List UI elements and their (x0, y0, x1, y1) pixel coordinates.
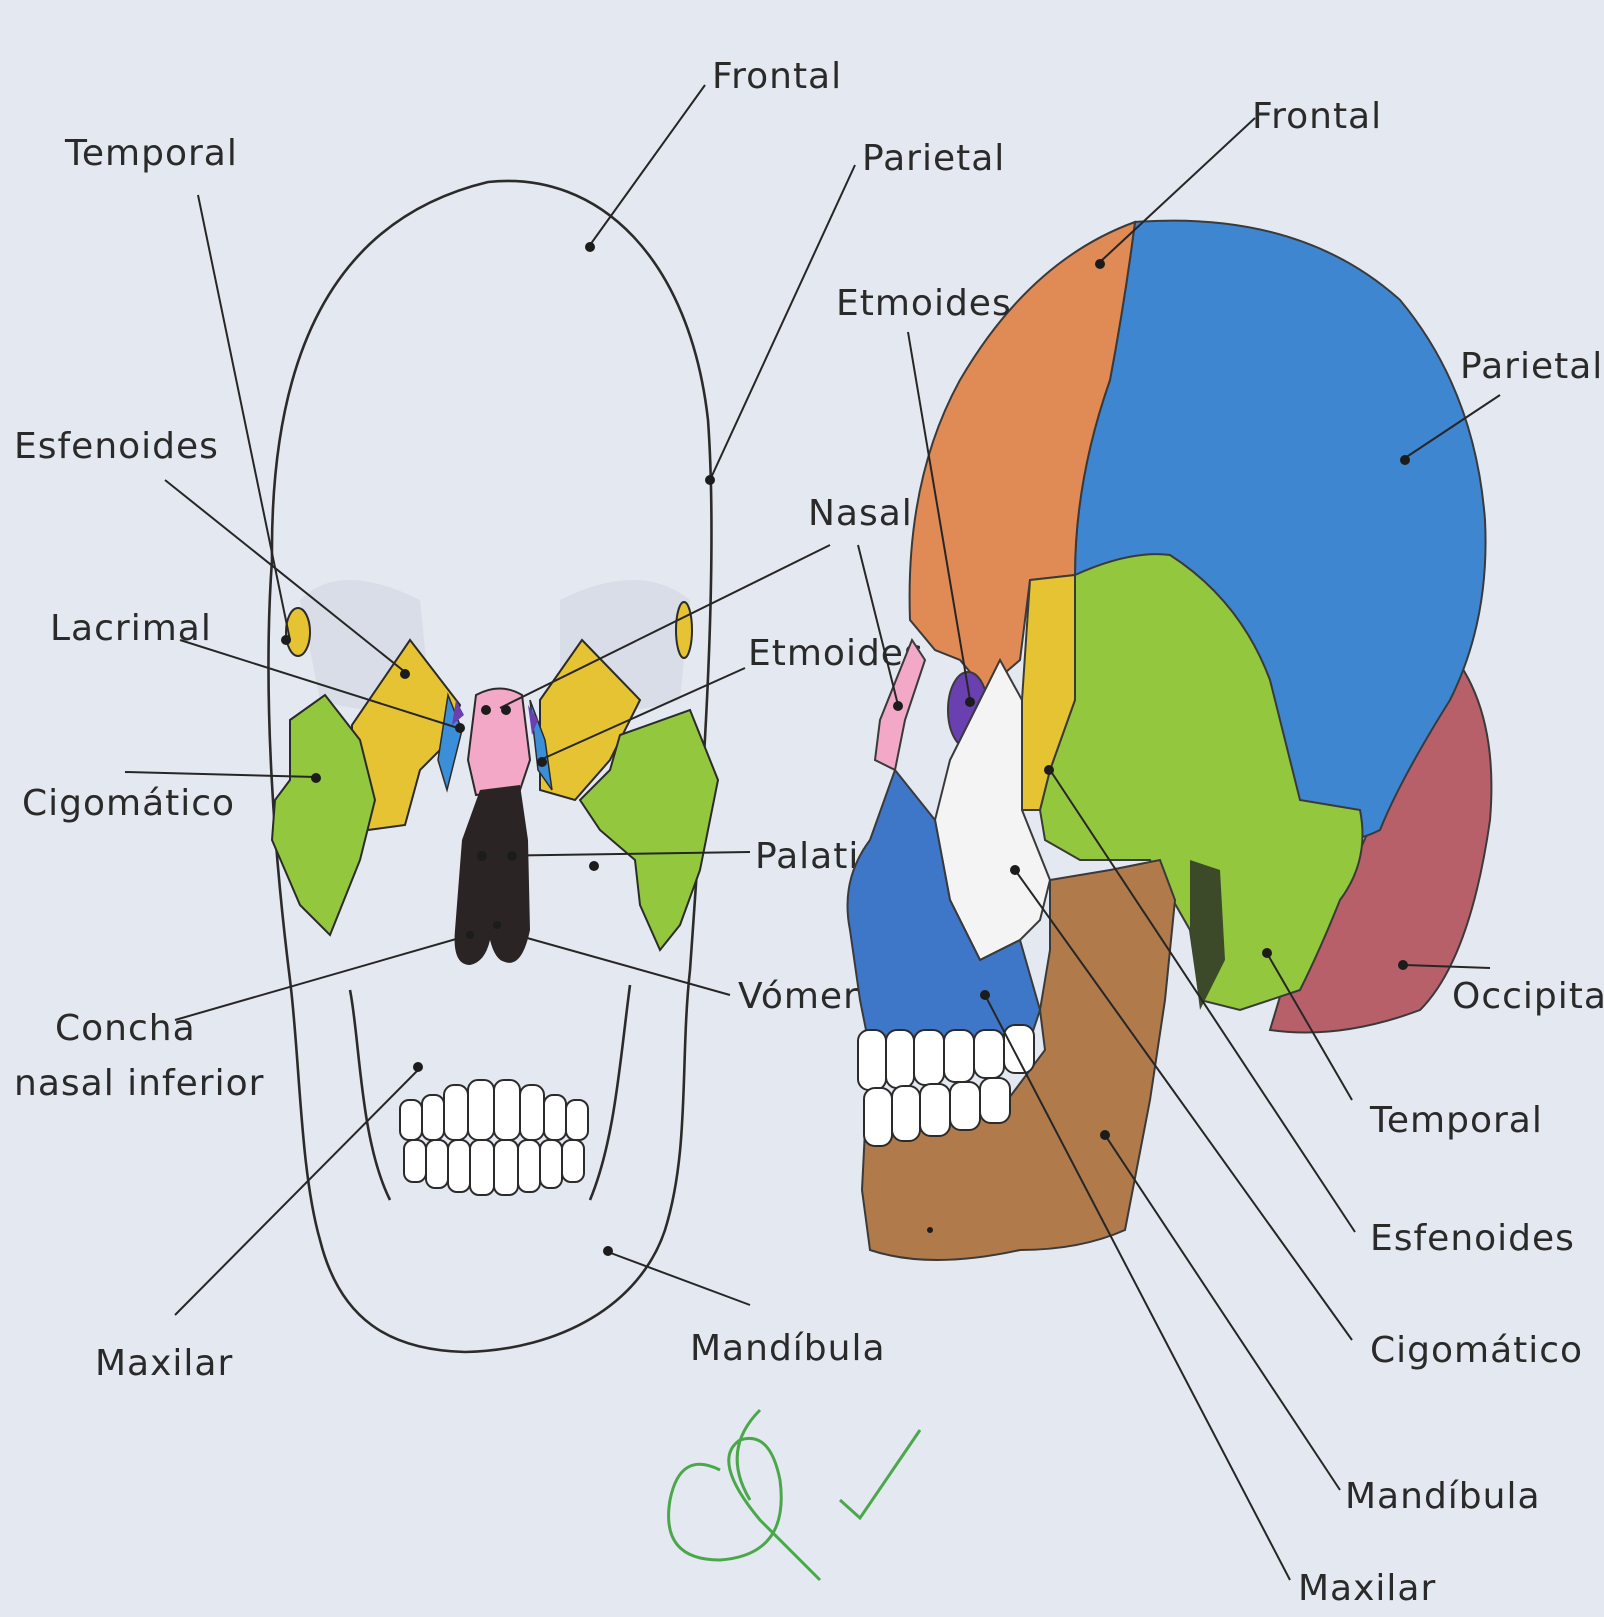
leader-parietal (710, 165, 855, 480)
leader-cigomatico (125, 772, 316, 777)
label-parietal-front: Parietal (862, 138, 1005, 179)
label-mandibula-front: Mandíbula (690, 1328, 886, 1369)
label-esfenoides-lat: Esfenoides (1370, 1218, 1575, 1259)
frontal-teeth (400, 1080, 588, 1195)
leader-frontal (590, 85, 705, 245)
leader-mandibula (608, 1252, 750, 1305)
label-maxilar-front: Maxilar (95, 1343, 233, 1384)
leader-concha (175, 935, 470, 1020)
leader-vomer (520, 936, 730, 995)
label-occipital-lat: Occipital (1452, 976, 1604, 1017)
frontal-temporal-right (676, 602, 692, 658)
signature-stroke (737, 1410, 760, 1500)
label-esfenoides-front: Esfenoides (14, 426, 219, 467)
label-etmoides-front: Etmoides (748, 633, 924, 674)
label-nasal-front: Nasal (808, 493, 913, 534)
label-concha-line1: Concha (55, 1008, 196, 1049)
check-mark-icon (840, 1430, 920, 1518)
frontal-nasal-bone (468, 689, 530, 796)
teacher-signature (669, 1410, 920, 1580)
label-vomer-front: Vómer (738, 976, 859, 1017)
label-frontal-front: Frontal (712, 56, 842, 97)
signature-scrawl (669, 1438, 820, 1580)
label-etmoides-lat: Etmoides (836, 283, 1012, 324)
label-parietal-lat: Parietal (1460, 346, 1603, 387)
label-temporal-front: Temporal (64, 133, 238, 174)
label-frontal-lat: Frontal (1252, 96, 1382, 137)
label-mandibula-lat: Mandíbula (1345, 1476, 1541, 1517)
label-temporal-lat: Temporal (1369, 1100, 1543, 1141)
label-maxilar-lat: Maxilar (1298, 1568, 1436, 1609)
leader-mandibula-lat (1105, 1135, 1340, 1490)
label-lacrimal-front: Lacrimal (50, 608, 212, 649)
label-cigomatico-lat: Cigomático (1370, 1330, 1583, 1371)
label-cigomatico-front: Cigomático (22, 783, 235, 824)
leader-temporal (198, 195, 290, 640)
leader-maxilar (175, 1070, 418, 1315)
frontal-temporal-left (286, 608, 310, 656)
label-concha-line2: nasal inferior (14, 1063, 264, 1104)
frontal-skull (268, 181, 718, 1352)
frontal-nasal-cavity (455, 785, 530, 965)
leader-nasal-lat (858, 545, 898, 705)
